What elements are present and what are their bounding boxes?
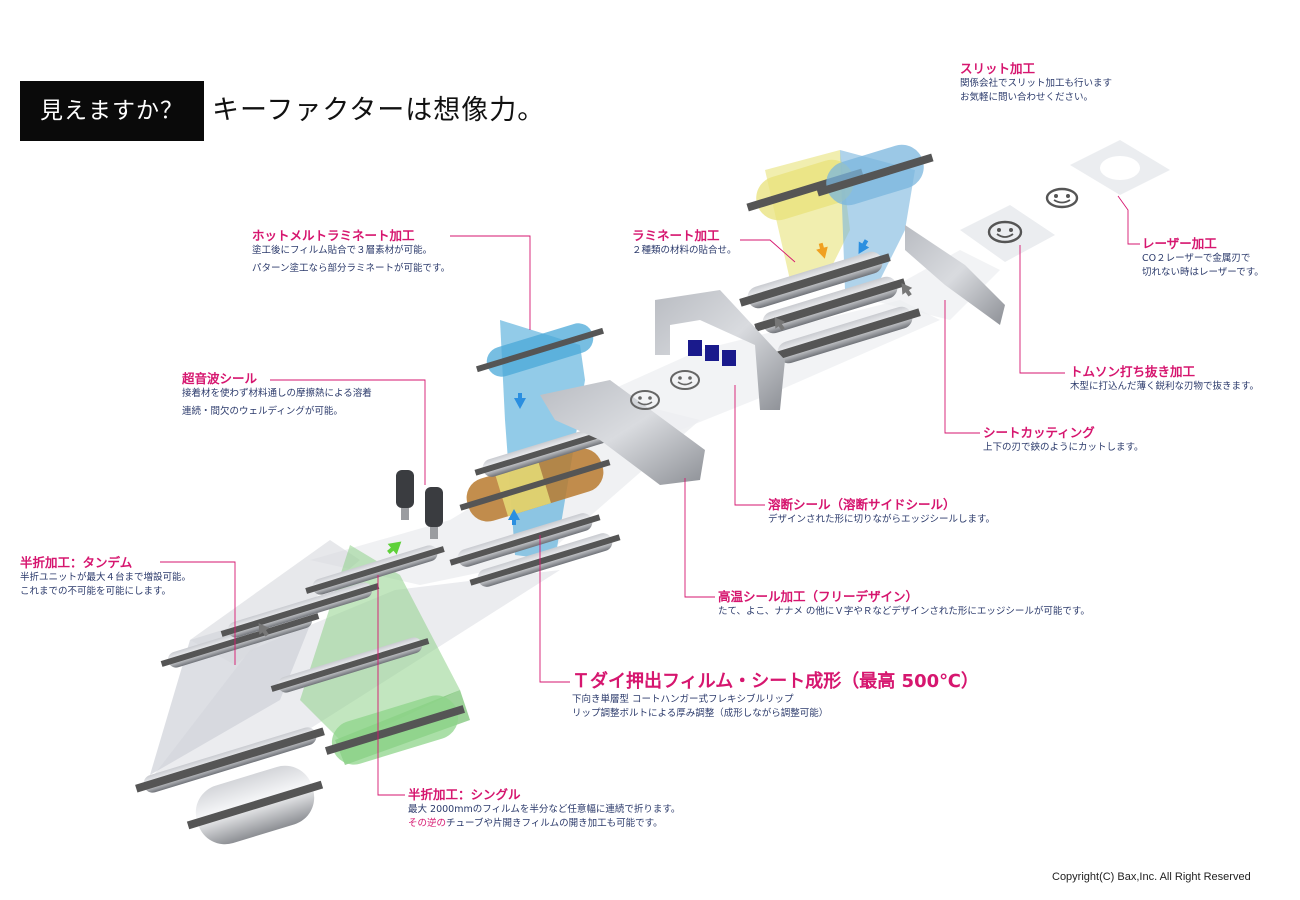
arrow-icon — [508, 509, 520, 525]
nozzle-icon — [396, 470, 414, 520]
label-desc: リップ調整ボルトによる厚み調整（成形しながら調整可能） — [572, 708, 829, 719]
label-title: 高温シール加工（フリーデザイン） — [718, 589, 919, 604]
laser-sheet — [1070, 140, 1170, 195]
label-laminate: ラミネート加工 ２種類の材料の貼合せ。 — [632, 228, 737, 258]
thomson-sheet — [960, 205, 1055, 262]
roller-icon — [324, 695, 466, 765]
label-thomson: トムソン打ち抜き加工 木型に打込んだ薄く鋭利な刃物で抜きます。 — [1070, 364, 1259, 394]
roller-icon — [474, 423, 626, 477]
label-sheetcut: シートカッティング 上下の刃で鋏のようにカットします。 — [983, 425, 1144, 455]
smiley-icon — [630, 390, 660, 410]
smiley-icon — [987, 220, 1023, 244]
roller-icon — [459, 448, 611, 522]
label-desc: これまでの不可能を可能にします。 — [20, 586, 172, 597]
arrow-icon — [901, 283, 913, 297]
label-title: ラミネート加工 — [632, 228, 720, 243]
roller-icon — [305, 545, 445, 595]
arrow-icon — [258, 623, 270, 637]
smiley-icon — [1045, 187, 1079, 209]
label-fusion: 溶断シール（溶断サイドシール） デザインされた形に切りながらエッジシールします。 — [768, 497, 995, 527]
copyright: Copyright(C) Bax,Inc. All Right Reserved — [1052, 871, 1251, 883]
label-title: スリット加工 — [960, 61, 1036, 76]
header-box: 見えますか？ — [20, 81, 204, 141]
arrow-icon — [774, 317, 786, 331]
label-desc-rest: チューブや片開きフィルムの開き加工も可能です。 — [446, 818, 663, 829]
label-desc: 木型に打込んだ薄く鋭利な刃物で抜きます。 — [1070, 381, 1260, 392]
high-temp-seal-bar — [540, 380, 705, 485]
label-desc: 接着材を使わず材料通しの摩擦熱による溶着 — [182, 388, 372, 399]
label-laser: レーザー加工 CO２レーザーで金属刃で 切れない時はレーザーです。 — [1142, 236, 1264, 280]
label-desc: パターン塗工なら部分ラミネートが可能です。 — [252, 263, 451, 274]
arrow-icon — [514, 393, 526, 409]
roller-icon — [135, 727, 325, 793]
label-desc: CO２レーザーで金属刃で — [1142, 253, 1251, 264]
roller-icon — [186, 765, 324, 845]
label-desc: 上下の刃で鋏のようにカットします。 — [983, 442, 1144, 453]
label-desc: 最大 2000mmのフィルムを半分など任意幅に連続で折ります。 — [408, 804, 681, 815]
label-desc: 半折ユニットが最大４台まで増設可能。 — [20, 572, 192, 583]
roller-icon — [739, 251, 891, 309]
roller-icon — [769, 306, 921, 364]
label-title: Ｔダイ押出フィルム・シート成形（最高 500℃） — [572, 671, 979, 692]
label-ultrasonic: 超音波シール 接着材を使わず材料通しの摩擦熱による溶着 連続・間欠のウェルディン… — [182, 371, 372, 419]
label-desc: ２種類の材料の貼合せ。 — [632, 245, 737, 256]
label-halffold-tandem: 半折加工：タンデム 半折ユニットが最大４台まで増設可能。 これまでの不可能を可能… — [20, 555, 191, 599]
label-desc: お気軽に問い合わせください。 — [960, 92, 1094, 103]
roller-icon — [160, 612, 320, 668]
roller-icon — [449, 513, 601, 567]
label-desc: デザインされた形に切りながらエッジシールします。 — [768, 514, 996, 525]
label-desc: 関係会社でスリット加工も行います — [960, 78, 1113, 89]
arrow-icon — [858, 239, 870, 255]
roller-icon — [754, 276, 906, 334]
roller-icon — [270, 637, 430, 693]
label-desc: 切れない時はレーザーです。 — [1142, 267, 1264, 278]
label-desc: たて、よこ、ナナメ の他にＶ字やＲなどデザインされた形にエッジシールが可能です。 — [718, 606, 1090, 617]
label-title: トムソン打ち抜き加工 — [1070, 364, 1196, 379]
label-title: 半折加工：タンデム — [20, 555, 133, 570]
roller-icon — [220, 582, 380, 638]
leader-lines — [160, 195, 1140, 796]
fusion-seal-frame — [655, 290, 785, 410]
roller-icon — [469, 533, 621, 587]
label-title: 半折加工：シングル — [408, 787, 521, 802]
label-hightemp: 高温シール加工（フリーデザイン） たて、よこ、ナナメ の他にＶ字やＲなどデザイン… — [718, 589, 1090, 619]
roller-icon — [816, 144, 934, 206]
label-title: レーザー加工 — [1142, 236, 1217, 251]
arrow-icon — [387, 541, 402, 555]
label-desc: 下向き単層型 コートハンガー式フレキシブルリップ — [572, 694, 794, 705]
label-desc-highlight: その逆の — [408, 818, 447, 829]
label-halffold-single: 半折加工：シングル 最大 2000mmのフィルムを半分など任意幅に連続で折ります… — [408, 787, 680, 831]
roller-icon — [476, 323, 604, 377]
label-slit: スリット加工 関係会社でスリット加工も行います お気軽に問い合わせください。 — [960, 61, 1112, 105]
label-desc: その逆のチューブや片開きフィルムの開き加工も可能です。 — [408, 817, 680, 831]
label-hotmelt: ホットメルトラミネート加工 塗工後にフィルム貼合で３層素材が可能。 パターン塗工… — [252, 228, 450, 276]
header-tagline: キーファクターは想像力。 — [212, 95, 546, 126]
ultrasonic-horns — [396, 470, 443, 539]
sheet-cutting-unit — [905, 225, 1005, 325]
label-title: 溶断シール（溶断サイドシール） — [768, 497, 956, 512]
label-desc: 塗工後にフィルム貼合で３層素材が可能。 — [252, 245, 433, 256]
label-title: 超音波シール — [182, 371, 258, 386]
smiley-icon — [670, 370, 700, 390]
label-title: ホットメルトラミネート加工 — [252, 228, 415, 243]
nozzle-icon — [425, 487, 443, 539]
label-title: シートカッティング — [983, 425, 1095, 440]
arrow-icon — [816, 242, 828, 259]
label-desc: 連続・間欠のウェルディングが可能。 — [182, 406, 343, 417]
rollers — [135, 144, 934, 845]
label-tdie: Ｔダイ押出フィルム・シート成形（最高 500℃） 下向き単層型 コートハンガー式… — [572, 671, 979, 721]
